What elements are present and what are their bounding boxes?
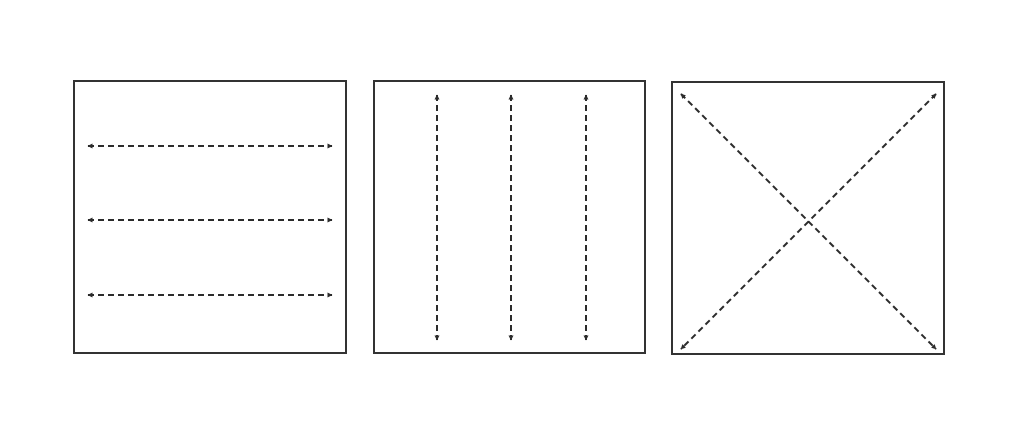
panel-vertical: [373, 80, 646, 354]
panel-frame: [73, 80, 347, 354]
diagonal-double-arrow: [680, 93, 937, 350]
panel-frame: [373, 80, 646, 354]
panel-frame: [671, 81, 945, 355]
panel-diagonal: [671, 81, 945, 355]
panel-horizontal: [73, 80, 347, 354]
